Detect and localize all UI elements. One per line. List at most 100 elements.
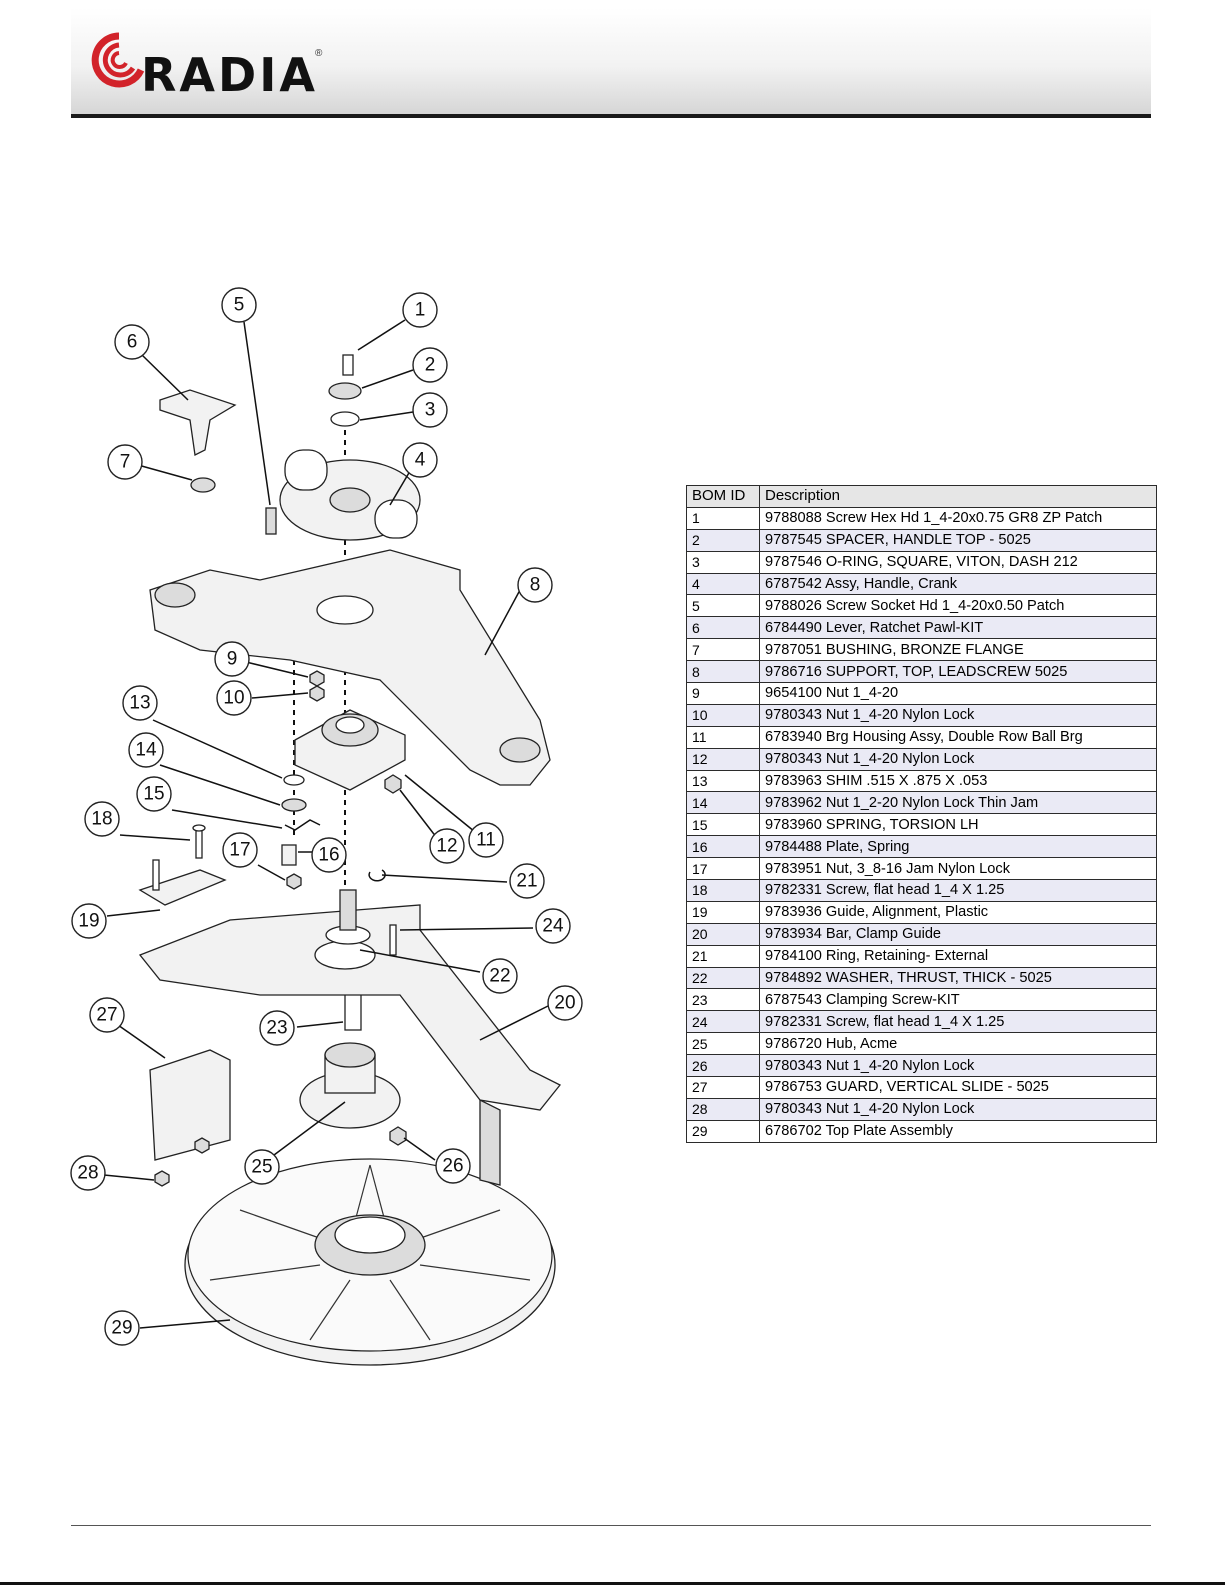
bom-description: 9788026 Screw Socket Hd 1_4-20x0.50 Patc… bbox=[759, 594, 1157, 618]
part-handle-crank bbox=[279, 449, 421, 541]
callout-1: 1 bbox=[402, 292, 438, 328]
part-retaining-ring bbox=[368, 869, 386, 882]
part-guard-vertical-slide bbox=[149, 1049, 231, 1161]
bom-id: 26 bbox=[686, 1054, 760, 1078]
part-screw-18 bbox=[195, 827, 203, 859]
part-bronze-bushing bbox=[190, 477, 216, 493]
svg-text:2: 2 bbox=[425, 355, 436, 376]
bom-description: 9654100 Nut 1_4-20 bbox=[759, 682, 1157, 705]
bom-description: 9782331 Screw, flat head 1_4 X 1.25 bbox=[759, 1010, 1157, 1034]
part-ratchet-lever bbox=[159, 389, 237, 456]
bom-id: 25 bbox=[686, 1032, 760, 1056]
part-spring-plate bbox=[281, 844, 297, 866]
part-bearing-housing bbox=[294, 709, 406, 791]
bom-id: 4 bbox=[686, 572, 760, 596]
part-clamp-guide-bar bbox=[138, 904, 562, 1111]
callout-9: 9 bbox=[214, 641, 250, 677]
part-nut-26 bbox=[389, 1126, 407, 1146]
bom-description: 6786702 Top Plate Assembly bbox=[759, 1119, 1157, 1143]
bom-id: 28 bbox=[686, 1097, 760, 1121]
page-header: RADIA ® bbox=[71, 8, 1151, 118]
part-jam-nut bbox=[281, 798, 307, 812]
callout-7: 7 bbox=[107, 444, 143, 480]
svg-text:19: 19 bbox=[78, 911, 99, 932]
svg-text:15: 15 bbox=[143, 784, 164, 805]
bom-description: 9784892 WASHER, THRUST, THICK - 5025 bbox=[759, 966, 1157, 990]
bom-description: 9787051 BUSHING, BRONZE FLANGE bbox=[759, 638, 1157, 662]
svg-text:9: 9 bbox=[227, 649, 238, 670]
footer-divider bbox=[71, 1525, 1151, 1526]
registered-mark: ® bbox=[315, 48, 323, 59]
callout-8: 8 bbox=[517, 567, 553, 603]
callout-23: 23 bbox=[259, 1010, 295, 1046]
svg-text:18: 18 bbox=[91, 809, 112, 830]
bom-id: 3 bbox=[686, 550, 760, 574]
bom-id: 6 bbox=[686, 616, 760, 640]
svg-text:7: 7 bbox=[120, 452, 131, 473]
part-torsion-spring bbox=[284, 819, 321, 831]
bom-id: 14 bbox=[686, 791, 760, 815]
bom-description: 9783960 SPRING, TORSION LH bbox=[759, 813, 1157, 837]
svg-text:8: 8 bbox=[530, 575, 541, 596]
callout-18: 18 bbox=[84, 801, 120, 837]
part-nut-17 bbox=[286, 873, 302, 890]
bom-description: 9784488 Plate, Spring bbox=[759, 835, 1157, 859]
svg-text:11: 11 bbox=[476, 830, 496, 851]
svg-text:3: 3 bbox=[425, 400, 436, 421]
svg-text:16: 16 bbox=[318, 845, 339, 866]
bom-id: 9 bbox=[686, 682, 760, 705]
bom-id: 19 bbox=[686, 900, 760, 924]
callout-11: 11 bbox=[468, 822, 504, 858]
callout-28: 28 bbox=[70, 1155, 106, 1191]
svg-text:20: 20 bbox=[554, 993, 575, 1014]
callout-6: 6 bbox=[114, 324, 150, 360]
bom-id: 27 bbox=[686, 1076, 760, 1099]
bom-id: 16 bbox=[686, 835, 760, 859]
bom-id: 10 bbox=[686, 703, 760, 727]
callout-20: 20 bbox=[547, 985, 583, 1021]
svg-text:23: 23 bbox=[266, 1018, 287, 1039]
bom-description: 6783940 Brg Housing Assy, Double Row Bal… bbox=[759, 725, 1157, 749]
bom-description: 9783936 Guide, Alignment, Plastic bbox=[759, 900, 1157, 924]
bom-id: 23 bbox=[686, 988, 760, 1012]
bom-id: 7 bbox=[686, 638, 760, 662]
bom-id: 18 bbox=[686, 879, 760, 902]
brand-name: RADIA bbox=[141, 48, 318, 102]
bom-description: 9780343 Nut 1_4-20 Nylon Lock bbox=[759, 703, 1157, 727]
callout-14: 14 bbox=[128, 732, 164, 768]
bom-description: 6787543 Clamping Screw-KIT bbox=[759, 988, 1157, 1012]
svg-text:12: 12 bbox=[436, 836, 457, 857]
callout-13: 13 bbox=[122, 685, 158, 721]
part-spacer-handle bbox=[328, 382, 362, 400]
bom-description: 9780343 Nut 1_4-20 Nylon Lock bbox=[759, 1054, 1157, 1078]
bom-id: 24 bbox=[686, 1010, 760, 1034]
part-nut-9 bbox=[309, 670, 325, 687]
svg-text:5: 5 bbox=[234, 295, 245, 316]
callout-16: 16 bbox=[311, 837, 347, 873]
bom-description: 6784490 Lever, Ratchet Pawl-KIT bbox=[759, 616, 1157, 640]
bom-description: 9782331 Screw, flat head 1_4 X 1.25 bbox=[759, 879, 1157, 902]
callout-19: 19 bbox=[71, 903, 107, 939]
bom-description: 9780343 Nut 1_4-20 Nylon Lock bbox=[759, 1097, 1157, 1121]
